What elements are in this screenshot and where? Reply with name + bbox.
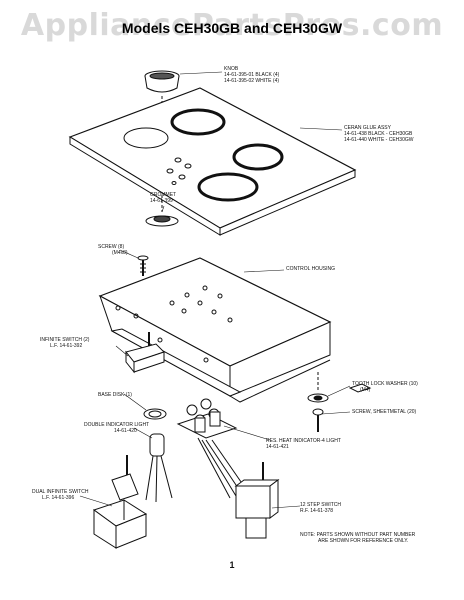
step-switch-label: 12 STEP SWITCH R.F. 14-61-378: [300, 502, 342, 514]
ceran-glass-top: [68, 87, 357, 236]
leader-lines: [79, 71, 351, 509]
sheetmetal-screw-label: SCREW, SHEETMETAL (20): [352, 409, 417, 415]
tooth-washer-label: TOOTH LOCK WASHER (10) (M4): [352, 381, 418, 393]
sheetmetal-screw-part: [312, 408, 324, 432]
screw-part: [137, 255, 149, 276]
double-indicator-part: [145, 433, 173, 503]
screw-label: SCREW (8) (M4x8): [98, 244, 128, 256]
grommet-part: [145, 215, 179, 227]
control-housing-label: CONTROL HOUSING: [286, 266, 335, 272]
double-indicator-label: DOUBLE INDICATOR LIGHT 14-61-420: [84, 422, 150, 434]
reference-note: NOTE: PARTS SHOWN WITHOUT PART NUMBER AR…: [300, 532, 416, 544]
control-housing-part: [98, 257, 372, 403]
dual-infinite-label: DUAL INFINITE SWITCH L.F. 14-61-396: [32, 489, 89, 501]
grommet-label: GROMMET 14-61-399: [150, 192, 177, 204]
step-switch-part: [234, 462, 280, 539]
infinite-switch-part: [125, 332, 165, 374]
tooth-washer-part: [307, 393, 329, 403]
page-title: Models CEH30GB and CEH30GW: [121, 20, 343, 36]
knob-label: KNOB 14-61-395-01 BLACK (4) 14-61-395-02…: [224, 66, 280, 84]
dual-infinite-switch-part: [92, 455, 148, 549]
res-heat-label: RES. HEAT INDICATOR-4 LIGHT 14-61-421: [266, 438, 341, 450]
res-heat-indicator-part: [176, 398, 249, 499]
knob-part: [144, 70, 180, 93]
base-disk-label: BASE DISK (1): [98, 392, 132, 398]
page-number: 1: [229, 560, 235, 570]
ceran-label: CERAN GLUE ASSY 14-61-438 BLACK - CEH30G…: [344, 125, 414, 143]
infinite-switch-label: INFINITE SWITCH (2) L.F. 14-61-392: [40, 337, 90, 349]
base-disk-part: [143, 408, 167, 420]
watermark: AppliancePartsPros.com: [20, 8, 444, 43]
